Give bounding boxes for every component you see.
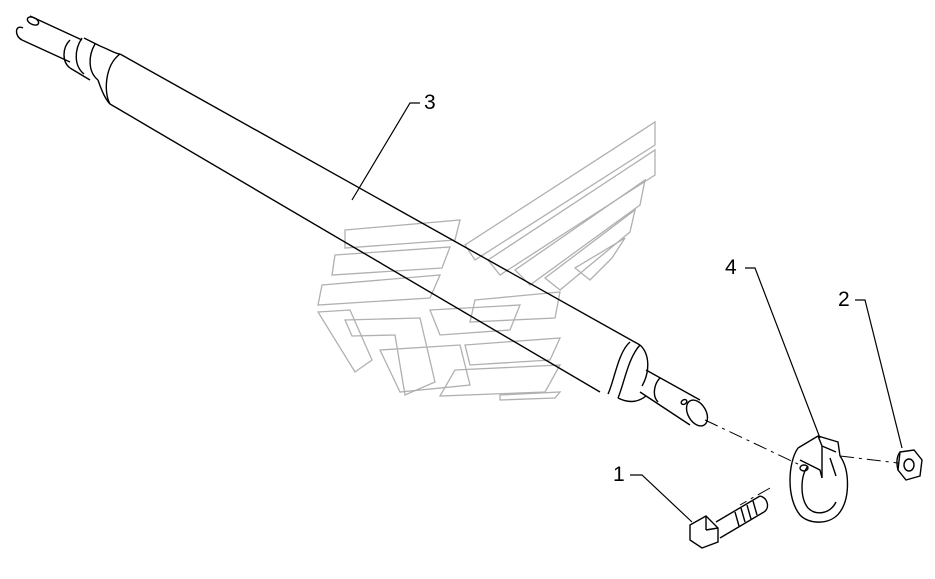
leader-3 [351,102,420,201]
center-line [704,419,899,506]
bolt-part [689,495,769,549]
leader-lines [351,102,903,523]
leader-1 [630,474,693,523]
leader-2 [855,299,903,449]
callout-1: 1 [613,463,625,486]
callout-3: 3 [424,91,436,114]
callout-4: 4 [725,256,737,279]
watermark-logo [316,120,656,401]
callout-2: 2 [838,288,850,311]
clamp-part [789,435,849,523]
shaft-part [15,15,709,427]
nut-part [896,449,923,481]
leader-4 [745,267,821,439]
